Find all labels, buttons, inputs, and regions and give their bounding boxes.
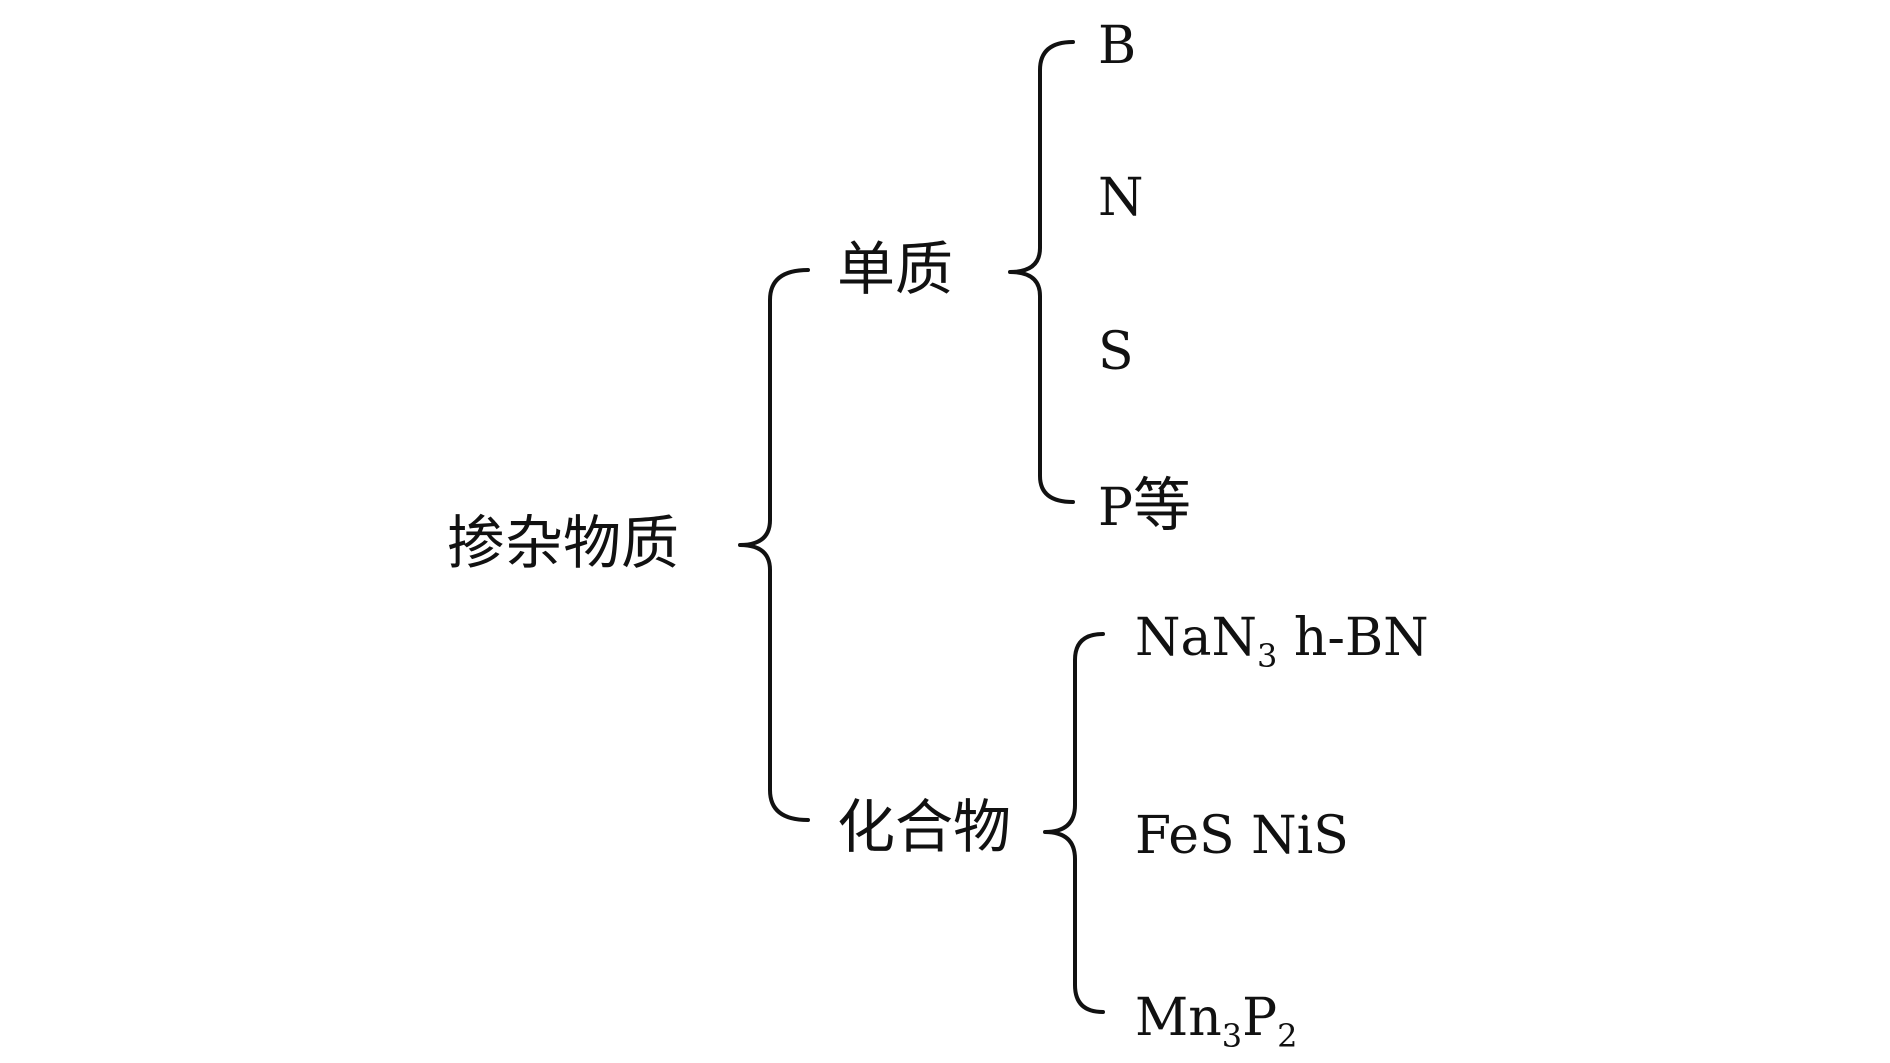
root-label: 掺杂物质 xyxy=(447,509,680,577)
elements-brace xyxy=(1008,40,1075,504)
root-brace xyxy=(738,268,810,822)
element-symbol: P xyxy=(1098,478,1133,538)
subscript: 3 xyxy=(1257,637,1278,675)
compound-formula: P xyxy=(1242,988,1278,1048)
compounds-brace xyxy=(1043,632,1105,1014)
compound-item: FeS NiS xyxy=(1135,806,1349,866)
subscript: 3 xyxy=(1221,1017,1243,1055)
element-item: B xyxy=(1098,16,1137,76)
element-item: P等 xyxy=(1098,476,1191,534)
element-item: N xyxy=(1098,168,1144,228)
element-item: S xyxy=(1098,322,1134,382)
compound-formula: NaN xyxy=(1135,608,1258,668)
compound-item: Mn3P2 xyxy=(1135,992,1297,1052)
compound-formula: Mn xyxy=(1135,988,1222,1048)
compound-item: NaN3 h-BN xyxy=(1135,612,1429,672)
subscript: 2 xyxy=(1277,1017,1298,1055)
compound-formula: h-BN xyxy=(1293,608,1429,668)
element-suffix: 等 xyxy=(1133,471,1192,539)
group-label-elements: 单质 xyxy=(837,235,954,303)
group-label-compounds: 化合物 xyxy=(837,793,1012,861)
